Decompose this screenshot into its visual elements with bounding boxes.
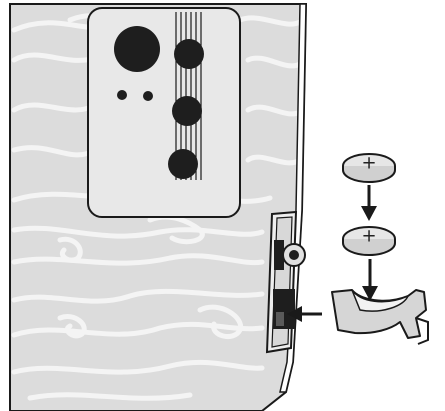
battery-tray-icon bbox=[332, 290, 428, 344]
keypad-small-dot-2 bbox=[143, 91, 153, 101]
battery-bottom-symbol: + bbox=[361, 226, 376, 247]
lock-keypad-icon bbox=[88, 8, 240, 217]
arrow-down-icon bbox=[362, 259, 378, 301]
keypad-button-3 bbox=[168, 149, 198, 179]
keypad-small-dot-1 bbox=[117, 90, 127, 100]
keypad-button-1 bbox=[174, 39, 204, 69]
arrow-down-icon bbox=[361, 185, 377, 221]
keypad-large-button bbox=[114, 26, 160, 72]
slot-dark-bar bbox=[274, 240, 284, 270]
battery-top-symbol: + bbox=[361, 153, 376, 174]
battery-bottom: + bbox=[343, 226, 395, 256]
keypad-button-2 bbox=[172, 96, 202, 126]
battery-top: + bbox=[343, 153, 395, 183]
